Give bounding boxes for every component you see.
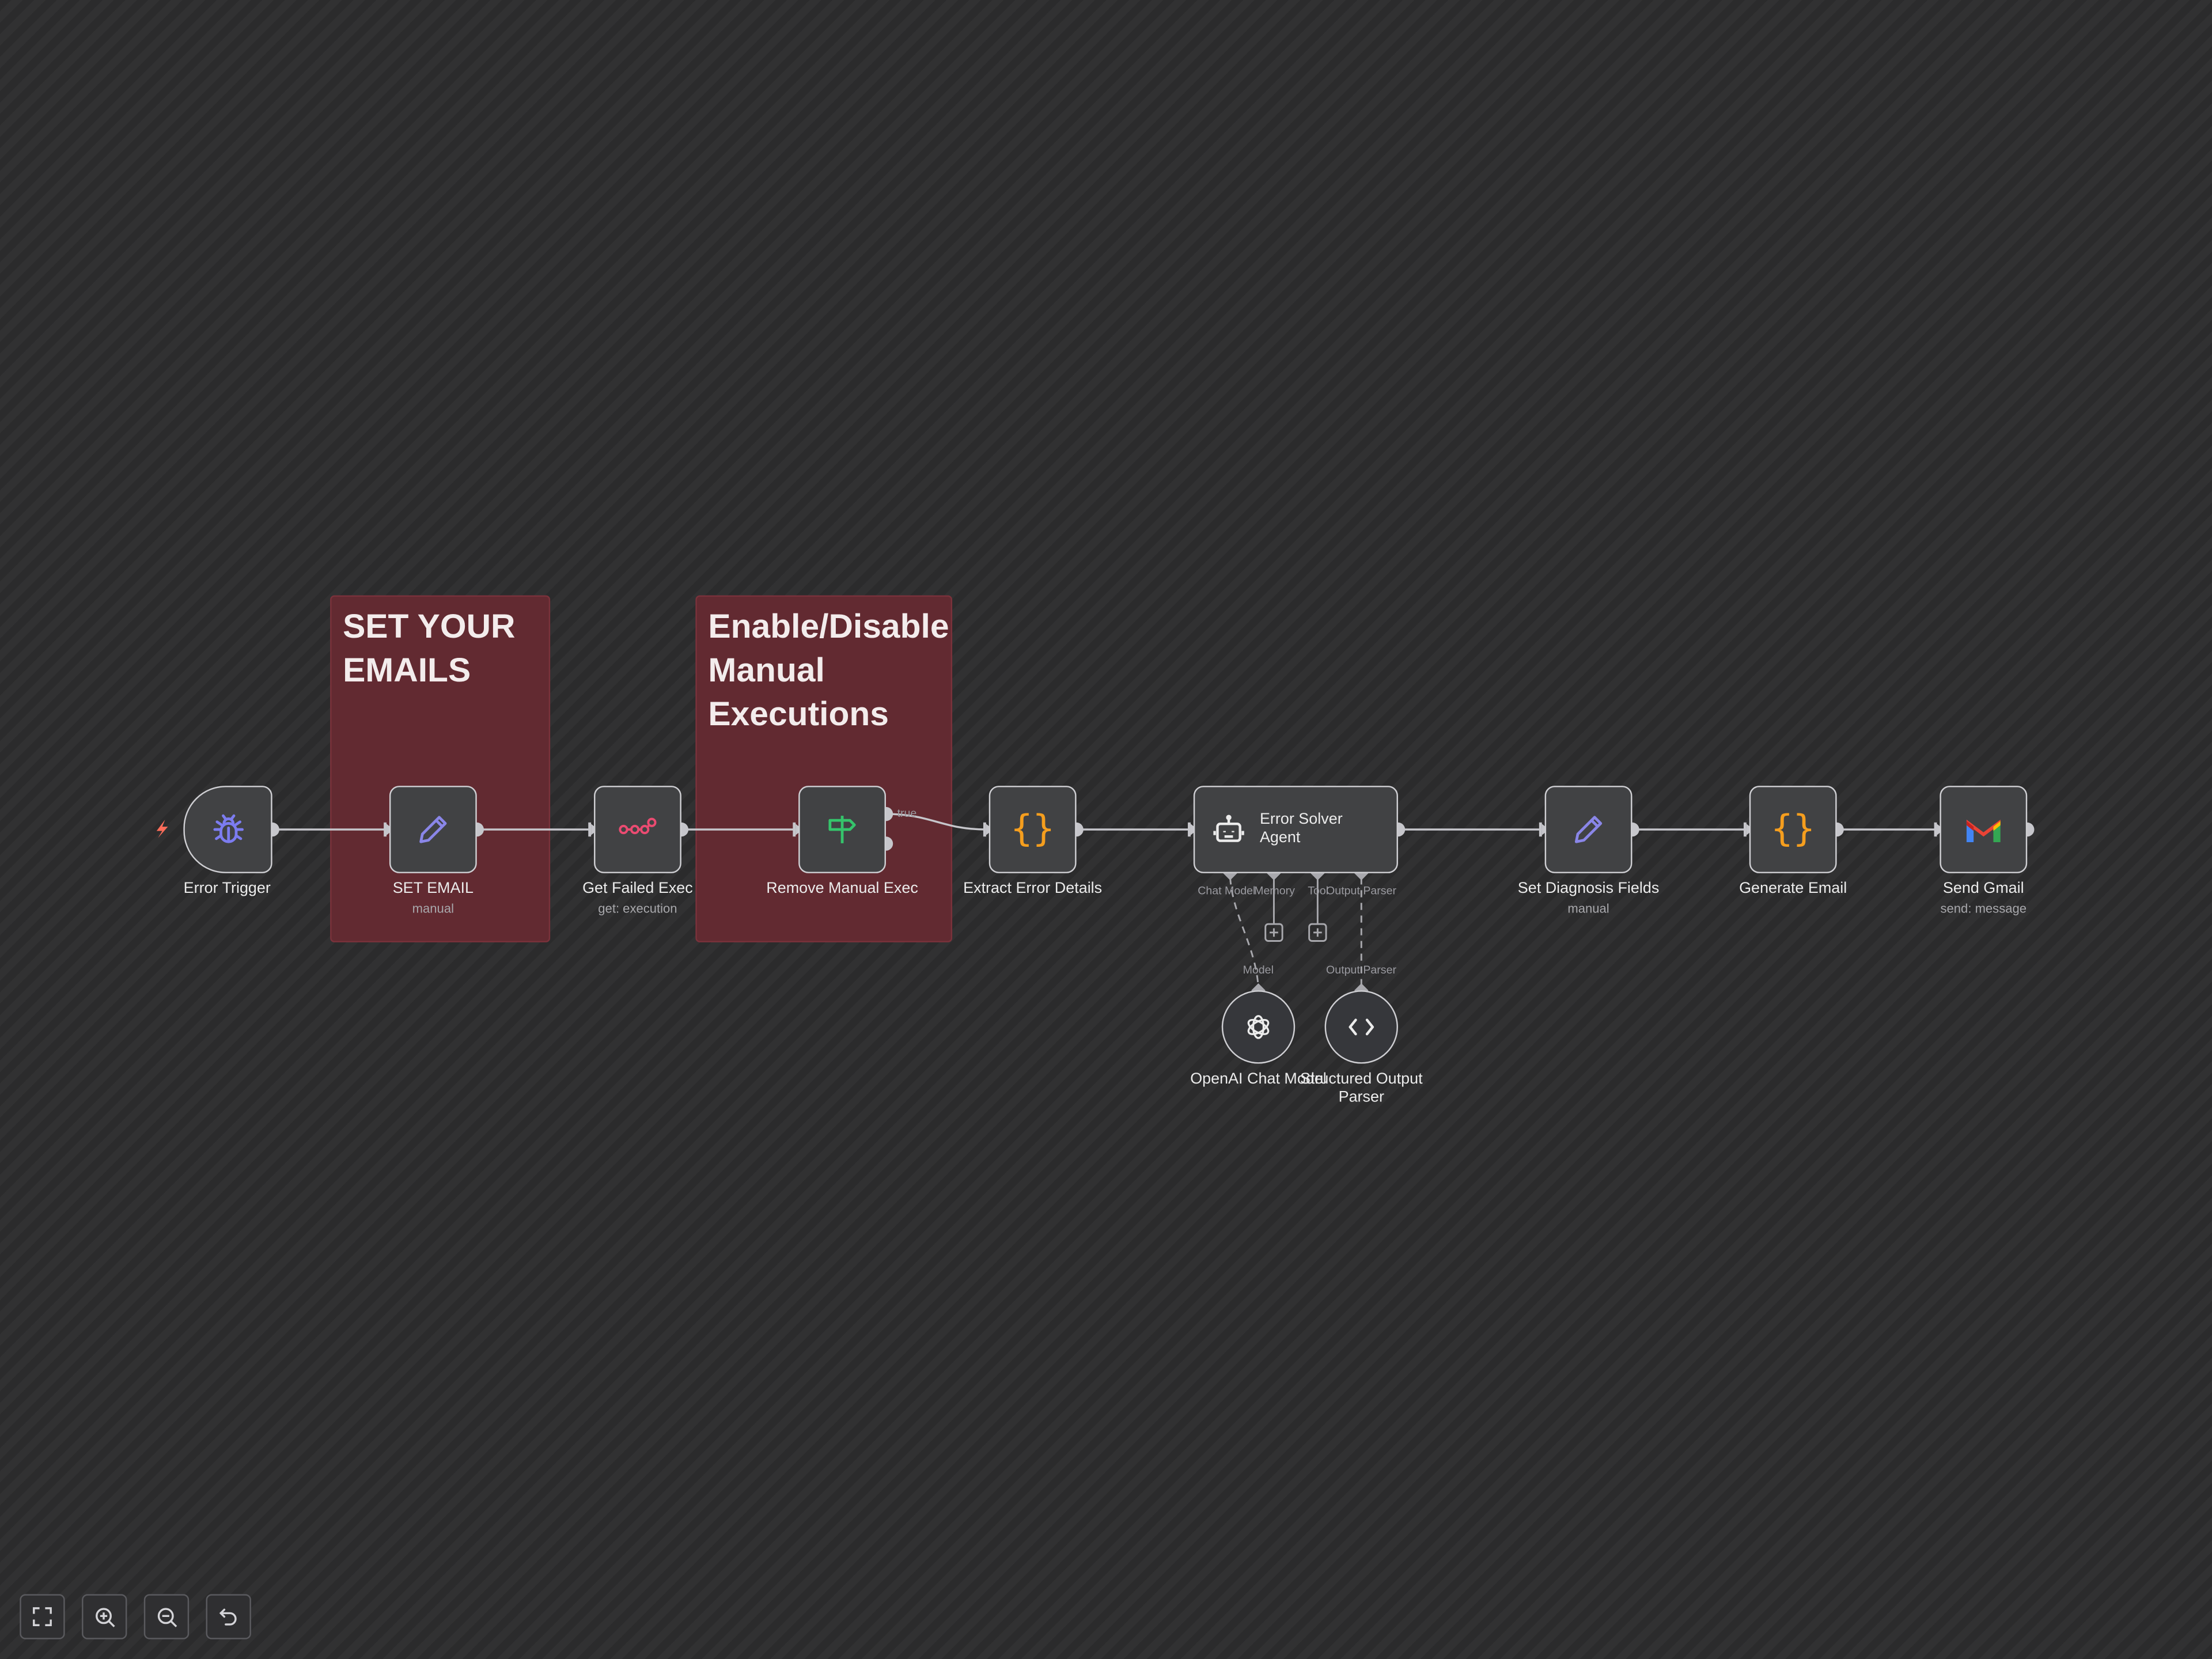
robot-icon <box>1212 813 1246 847</box>
port-label-output-parser: Output Parser <box>1326 963 1397 976</box>
code-braces-icon: {} <box>1010 808 1055 851</box>
fit-view-button[interactable] <box>20 1594 65 1639</box>
node-remove-manual-exec[interactable] <box>798 786 886 873</box>
sticky-note-text: Enable/Disable Manual Executions <box>708 608 949 734</box>
n8n-icon <box>618 816 658 844</box>
code-brackets-icon <box>1347 1016 1376 1038</box>
node-subtitle: manual <box>412 901 454 916</box>
sticky-note-text: SET YOUR EMAILS <box>343 608 516 690</box>
node-label: Error Trigger <box>183 880 271 897</box>
trigger-bolt-icon <box>156 819 168 838</box>
sticky-note-enable-disable[interactable]: Enable/Disable Manual Executions <box>695 595 953 942</box>
node-label: Get Failed Exec <box>582 880 693 897</box>
node-label: Set Diagnosis Fields <box>1517 880 1660 897</box>
node-get-failed-exec[interactable] <box>594 786 681 873</box>
port-label-chat-model: Chat Model <box>1198 884 1256 897</box>
expand-icon <box>32 1607 52 1626</box>
node-subtitle: manual <box>1567 901 1609 916</box>
bug-icon <box>210 811 247 848</box>
zoom-out-button[interactable] <box>143 1594 190 1639</box>
zoom-in-icon <box>94 1606 115 1627</box>
signpost-icon <box>824 811 861 848</box>
gmail-icon <box>1964 814 2003 845</box>
pencil-icon <box>1570 811 1607 848</box>
port-label-model: Model <box>1243 963 1274 976</box>
edge-model-agent <box>1229 877 1259 988</box>
node-send-gmail[interactable] <box>1940 786 2028 873</box>
node-label: SET EMAIL <box>392 880 474 897</box>
node-structured-output-parser[interactable] <box>1324 990 1398 1064</box>
node-subtitle: get: execution <box>598 901 677 916</box>
node-label: Structured Output Parser <box>1300 1070 1423 1107</box>
port-label-memory: Memory <box>1254 884 1295 897</box>
node-generate-email[interactable]: {} <box>1749 786 1837 873</box>
zoom-in-button[interactable] <box>82 1594 127 1639</box>
node-label: OpenAI Chat Model <box>1190 1070 1327 1088</box>
port-label-output-parser: Output Parser <box>1326 884 1397 897</box>
node-extract-error-details[interactable]: {} <box>988 786 1077 873</box>
node-error-trigger[interactable] <box>183 786 272 873</box>
undo-icon <box>219 1607 238 1626</box>
node-set-diagnosis-fields[interactable] <box>1544 786 1633 873</box>
node-label: Extract Error Details <box>963 880 1103 897</box>
zoom-out-icon <box>156 1606 177 1627</box>
node-error-solver-agent[interactable]: Error Solver Agent <box>1193 786 1398 873</box>
node-label: Generate Email <box>1739 880 1847 897</box>
node-label: Send Gmail <box>1942 880 2024 897</box>
pencil-icon <box>415 811 452 848</box>
node-label: Error Solver Agent <box>1259 811 1343 847</box>
node-openai-chat-model[interactable] <box>1221 990 1296 1064</box>
code-braces-icon: {} <box>1771 808 1816 851</box>
openai-icon <box>1243 1012 1274 1043</box>
branch-label-true: true <box>897 806 917 820</box>
sticky-note-set-emails[interactable]: SET YOUR EMAILS <box>330 595 551 942</box>
edge-remove-extract <box>885 813 986 831</box>
node-label: Remove Manual Exec <box>766 880 918 897</box>
port-label-tool: Tool <box>1308 884 1329 897</box>
node-set-email[interactable] <box>389 786 477 873</box>
node-subtitle: send: message <box>1940 901 2027 916</box>
reset-zoom-button[interactable] <box>206 1594 251 1639</box>
